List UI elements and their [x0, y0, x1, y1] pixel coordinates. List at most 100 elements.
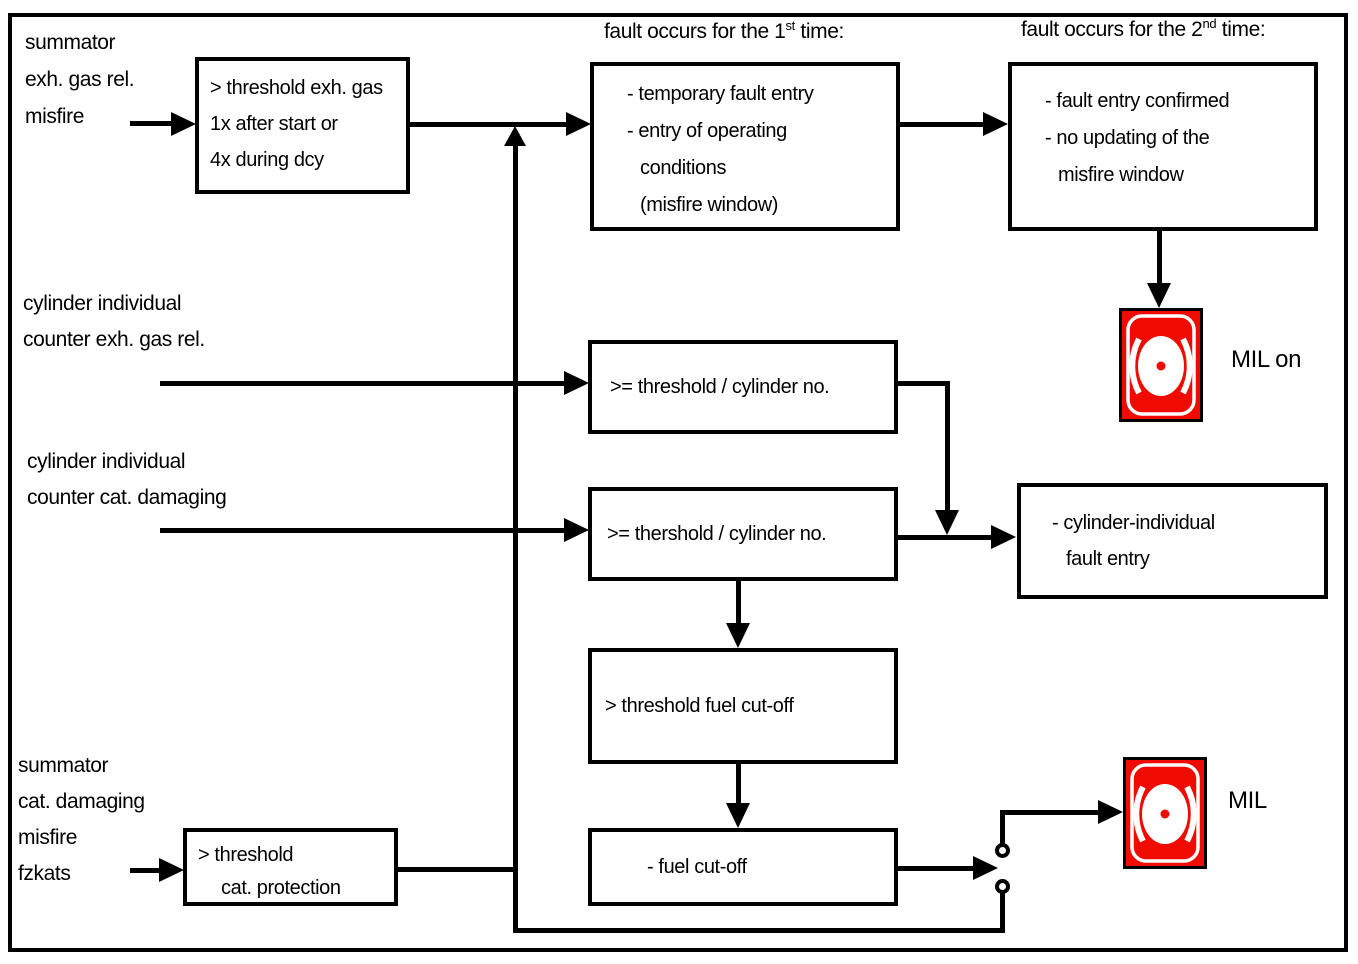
- box-threshold-cylinder-cat: >= thershold / cylinder no.: [588, 487, 898, 581]
- mil-on-label: MIL on: [1231, 346, 1302, 373]
- box-line: - fault entry confirmed: [1045, 90, 1230, 112]
- label-line: counter exh. gas rel.: [23, 328, 205, 351]
- header-first-superscript: st: [785, 18, 795, 33]
- diagram-border: [8, 13, 1348, 952]
- flow-line: [900, 122, 985, 127]
- box-line: 4x during dcy: [210, 149, 324, 171]
- flow-line: [397, 867, 518, 872]
- header-first-prefix: fault occurs for the 1: [604, 20, 786, 43]
- box-line: >= threshold / cylinder no.: [610, 376, 830, 398]
- box-line: >= thershold / cylinder no.: [607, 523, 827, 545]
- label-line: misfire: [18, 826, 78, 849]
- box-line: 1x after start or: [210, 113, 338, 135]
- mil-label: MIL: [1228, 787, 1267, 814]
- box-threshold-cylinder-exh: >= threshold / cylinder no.: [588, 340, 898, 434]
- flow-line: [736, 579, 741, 625]
- box-line: > threshold: [198, 844, 294, 866]
- mil-icon-lamp-dot: [1156, 361, 1166, 371]
- label-cylinder-counter-exh: cylinder individual counter exh. gas rel…: [23, 286, 205, 358]
- arrowhead-down: [935, 510, 959, 535]
- arrowhead-right: [159, 858, 184, 882]
- sound-wave-arc-icon: [1129, 337, 1142, 395]
- box-line: misfire window: [1058, 164, 1184, 186]
- sound-wave-arc-icon: [1184, 785, 1197, 843]
- label-summator-cat-damaging: summator cat. damaging misfire fzkats: [18, 748, 145, 892]
- header-fault-first-time: fault occurs for the 1st time:: [604, 18, 844, 44]
- flow-line: [898, 381, 950, 386]
- arrowhead-down: [726, 803, 750, 828]
- arrowhead-right: [1098, 800, 1123, 824]
- box-first-fault-entry: - temporary fault entry - entry of opera…: [590, 62, 900, 231]
- flow-line: [160, 528, 566, 533]
- mil-on-indicator-icon: [1119, 308, 1203, 422]
- box-line: - no updating of the: [1045, 127, 1210, 149]
- switch-wire: [1000, 810, 1005, 844]
- box-fuel-cutoff: - fuel cut-off: [588, 828, 898, 906]
- arrowhead-right: [566, 112, 591, 136]
- arrowhead-down: [1147, 283, 1171, 308]
- switch-wire: [1000, 893, 1005, 933]
- sound-wave-arc-icon: [1174, 791, 1184, 837]
- box-cylinder-fault-entry: - cylinder-individual fault entry: [1017, 483, 1328, 599]
- switch-contact-upper: [995, 843, 1010, 858]
- arrowhead-up: [504, 126, 526, 146]
- box-line: conditions: [640, 157, 727, 179]
- flow-line: [130, 121, 173, 126]
- box-line: - temporary fault entry: [627, 83, 814, 105]
- label-line: cat. damaging: [18, 790, 145, 813]
- box-threshold-exh-gas: > threshold exh. gas 1x after start or 4…: [195, 57, 410, 194]
- arrowhead-right: [973, 856, 998, 880]
- label-line: exh. gas rel.: [25, 68, 135, 91]
- label-line: cylinder individual: [27, 450, 186, 473]
- box-confirmed-fault-entry: - fault entry confirmed - no updating of…: [1008, 62, 1318, 231]
- box-line: (misfire window): [640, 194, 779, 216]
- flow-line: [130, 868, 161, 873]
- box-line: - fuel cut-off: [647, 856, 747, 878]
- arrowhead-right: [983, 112, 1008, 136]
- flow-line: [1157, 231, 1162, 285]
- box-line: - cylinder-individual: [1052, 512, 1215, 534]
- arrowhead-right: [564, 518, 589, 542]
- label-line: summator: [18, 754, 109, 777]
- mil-icon-lamp-dot: [1160, 809, 1170, 819]
- label-line: fzkats: [18, 862, 71, 885]
- box-line: > threshold fuel cut-off: [605, 695, 794, 717]
- header-second-prefix: fault occurs for the 2: [1021, 18, 1203, 41]
- flow-line: [408, 122, 568, 127]
- header-second-superscript: nd: [1202, 16, 1217, 31]
- sound-wave-arc-icon: [1133, 785, 1146, 843]
- flow-line: [898, 866, 974, 871]
- arrowhead-right: [991, 525, 1016, 549]
- arrowhead-right: [171, 112, 196, 136]
- sound-wave-arc-icon: [1180, 337, 1193, 395]
- box-line: - entry of operating: [627, 120, 787, 142]
- feedback-line: [513, 146, 518, 933]
- arrowhead-down: [726, 623, 750, 648]
- mil-icon-inner-border: [1130, 763, 1200, 863]
- label-line: summator: [25, 31, 116, 54]
- label-line: cylinder individual: [23, 292, 182, 315]
- box-threshold-cat-protection: > threshold cat. protection: [183, 828, 398, 906]
- flow-line: [160, 381, 566, 386]
- label-cylinder-counter-cat: cylinder individual counter cat. damagin…: [27, 444, 227, 516]
- box-line: cat. protection: [221, 877, 341, 899]
- mil-indicator-icon: [1123, 757, 1207, 869]
- flow-line: [898, 535, 993, 540]
- label-line: counter cat. damaging: [27, 486, 227, 509]
- header-fault-second-time: fault occurs for the 2nd time:: [1021, 16, 1266, 42]
- box-threshold-fuel-cutoff: > threshold fuel cut-off: [588, 648, 898, 764]
- feedback-line: [513, 928, 1005, 933]
- label-line: misfire: [25, 105, 85, 128]
- box-line: > threshold exh. gas: [210, 77, 383, 99]
- box-line: fault entry: [1066, 548, 1150, 570]
- header-first-suffix: time:: [794, 20, 844, 43]
- label-summator-exh-gas: summator exh. gas rel. misfire: [25, 24, 135, 135]
- sound-wave-arc-icon: [1170, 343, 1180, 389]
- flow-line: [1000, 810, 1100, 815]
- flow-line: [945, 381, 950, 512]
- flow-line: [736, 762, 741, 805]
- header-second-suffix: time:: [1216, 18, 1266, 41]
- switch-contact-lower: [995, 879, 1010, 894]
- arrowhead-right: [564, 371, 589, 395]
